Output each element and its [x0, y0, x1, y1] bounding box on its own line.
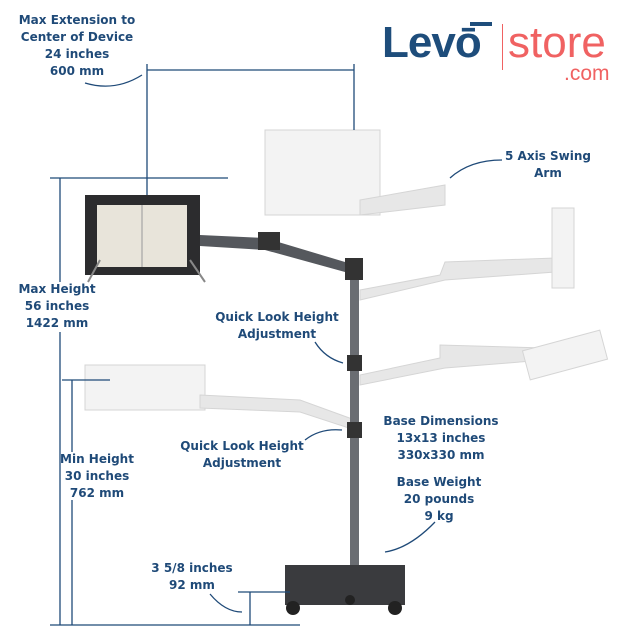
holder-leg: [87, 259, 101, 283]
text: Adjustment: [202, 456, 282, 470]
holder-leg: [189, 259, 206, 283]
text: Arm: [534, 166, 562, 180]
top-joint: [345, 258, 363, 280]
text: Max Extension to: [18, 13, 136, 27]
arrow-quick-look-upper: [314, 341, 344, 364]
arrow-extension: [84, 74, 143, 87]
ghost-positions: [84, 129, 609, 431]
text: 92 mm: [169, 578, 215, 592]
text: 600 mm: [49, 64, 105, 78]
text: Base Weight: [396, 475, 482, 489]
label-swing-arm: 5 Axis Swing Arm: [505, 148, 591, 182]
text: 30 inches: [64, 469, 130, 483]
label-max-height: Max Height 56 inches 1422 mm: [18, 281, 95, 332]
label-base-dimensions: Base Dimensions 13x13 inches 330x330 mm: [383, 413, 498, 464]
label-max-extension: Max Extension to Center of Device 24 inc…: [19, 12, 136, 80]
text: 5 Axis Swing: [505, 149, 591, 163]
arrow-clearance: [209, 593, 243, 613]
logo-divider: [502, 24, 503, 70]
arrow-base-weight: [384, 521, 436, 553]
text: 762 mm: [69, 486, 125, 500]
dimension-lines: [50, 64, 503, 626]
text: 13x13 inches: [396, 431, 486, 445]
label-base-weight: Base Weight 20 pounds 9 kg: [397, 474, 482, 525]
caster-wheel: [345, 595, 355, 605]
ghost-holder-low: [84, 364, 206, 411]
text: Adjustment: [237, 327, 317, 341]
text: Center of Device: [20, 30, 134, 44]
ghost-tray: [521, 329, 609, 381]
base: [285, 565, 405, 605]
caster-wheel: [388, 601, 402, 615]
text: Base Dimensions: [383, 414, 499, 428]
label-quick-look-lower: Quick Look Height Adjustment: [180, 438, 304, 472]
ghost-arm-top: [359, 184, 446, 216]
ghost-tablet: [551, 207, 575, 289]
text: Max Height: [18, 282, 96, 296]
label-quick-look-upper: Quick Look Height Adjustment: [215, 309, 339, 343]
levostore-logo: Levō store .com: [382, 18, 632, 88]
text: 3 5/8 inches: [151, 561, 233, 575]
text: 20 pounds: [403, 492, 475, 506]
logo-macron: [470, 22, 492, 26]
ghost-holder-top: [264, 129, 381, 216]
text: 56 inches: [24, 299, 90, 313]
height-clamp-upper: [347, 355, 362, 371]
height-clamp-lower: [347, 422, 362, 438]
ghost-arm-left: [199, 394, 356, 431]
text: Quick Look Height: [215, 310, 339, 324]
text: Quick Look Height: [180, 439, 304, 453]
caster-wheel: [286, 601, 300, 615]
stand: [85, 195, 405, 615]
ghost-arm-low: [359, 344, 546, 386]
ghost-arm-mid: [359, 257, 556, 301]
label-base-clearance: 3 5/8 inches 92 mm: [151, 560, 232, 594]
text: 1422 mm: [25, 316, 89, 330]
text: 24 inches: [44, 47, 110, 61]
swing-arm: [200, 235, 345, 272]
text: Min Height: [60, 452, 134, 466]
arrow-quick-look-lower: [304, 429, 343, 441]
label-min-height: Min Height 30 inches 762 mm: [60, 451, 134, 502]
logo-tld: .com: [564, 62, 610, 85]
logo-brand: Levō: [382, 18, 482, 67]
arrow-swing-arm: [449, 159, 503, 179]
logo-domain: store: [508, 18, 606, 67]
arm-joint: [258, 232, 280, 250]
text: 330x330 mm: [397, 448, 485, 462]
text: 9 kg: [424, 509, 454, 523]
